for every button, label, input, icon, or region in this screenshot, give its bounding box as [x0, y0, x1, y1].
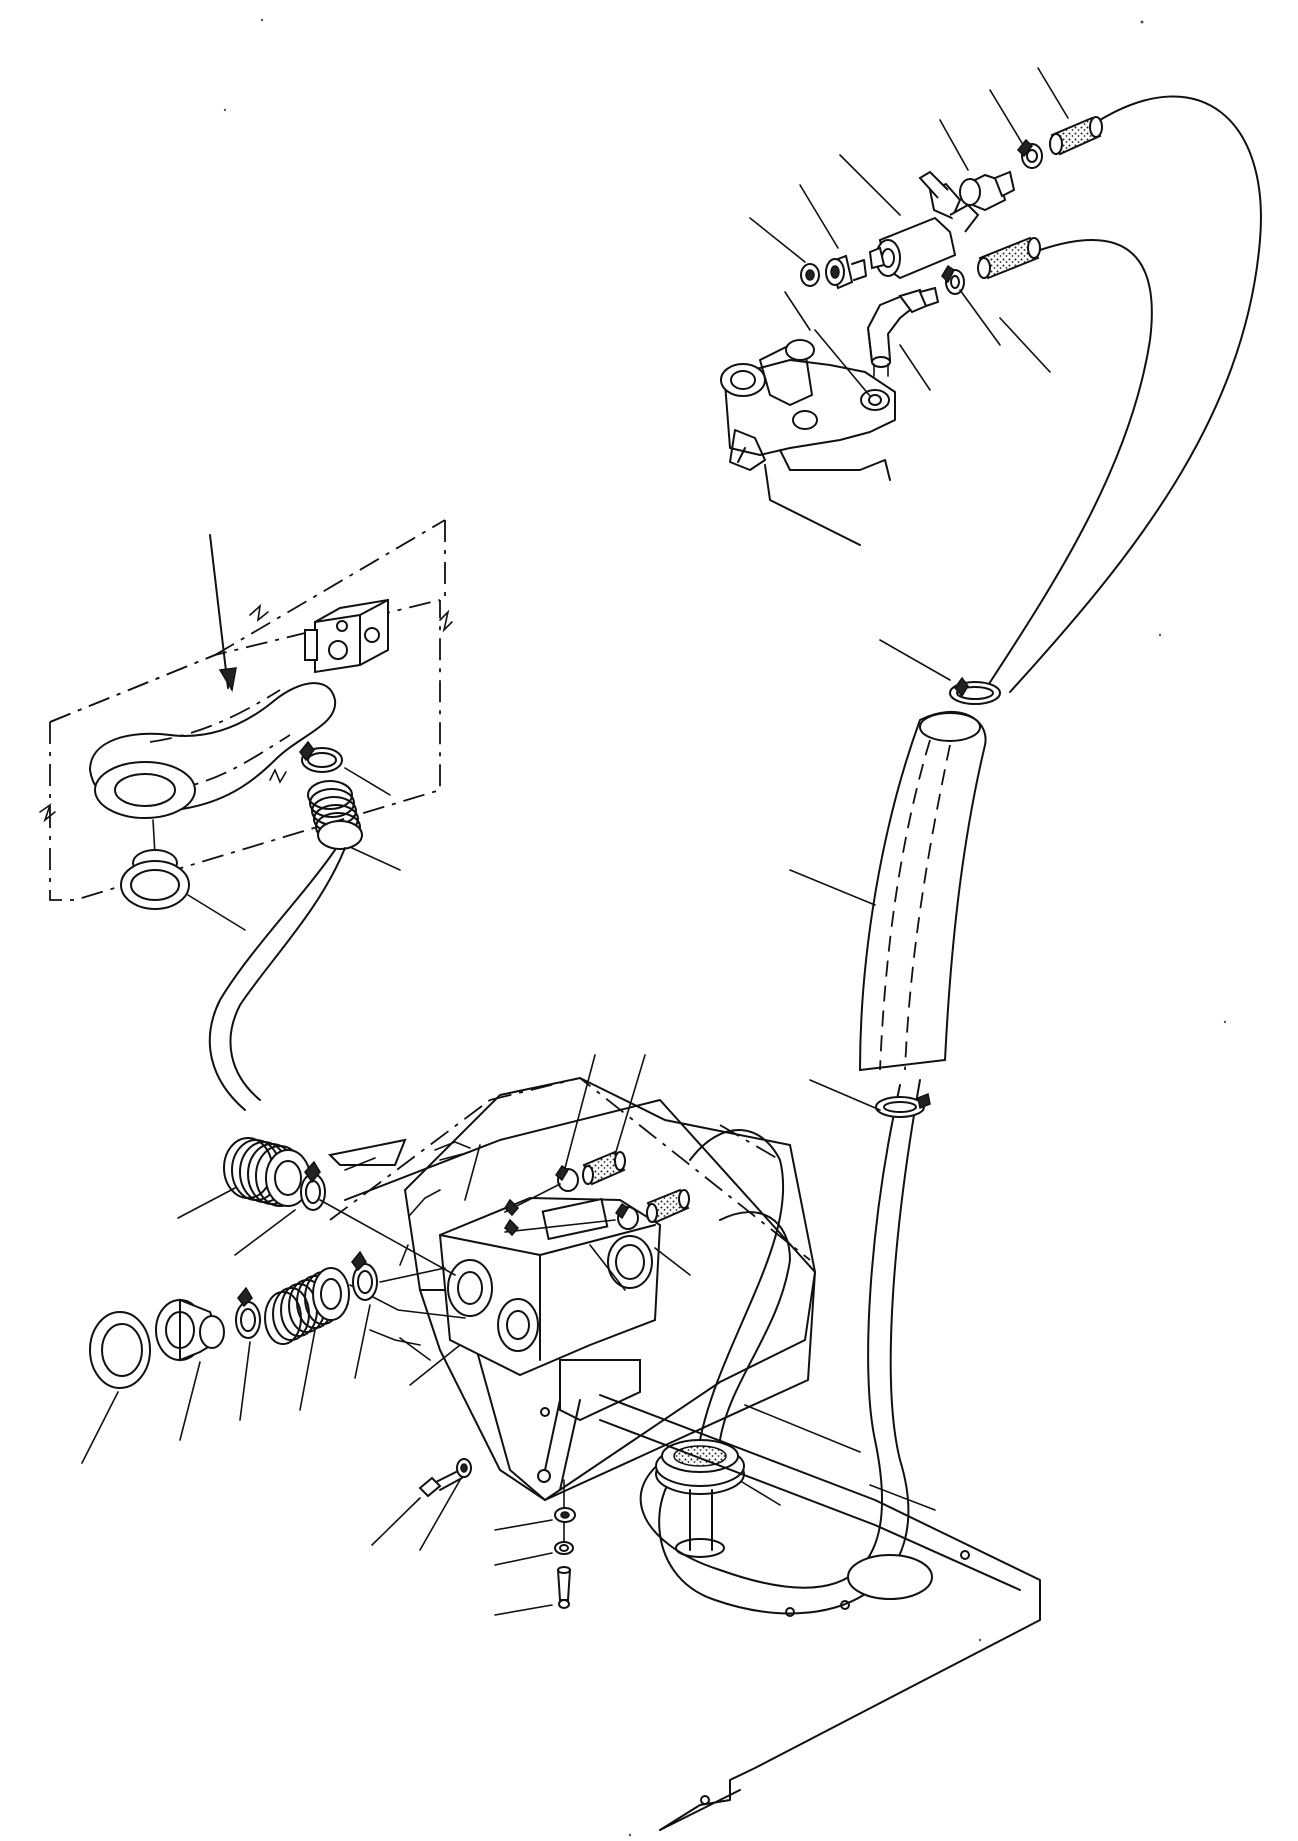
- louver-lower: [81, 1311, 151, 1464]
- leader-lines-upper: [749, 67, 1069, 391]
- protective-sleeve: [789, 710, 987, 1072]
- nozzle-duct: [88, 682, 337, 856]
- defroster-nozzle-assembly: [39, 519, 453, 1111]
- hose-union: [959, 170, 1016, 212]
- duct-parts-left: [81, 1137, 461, 1464]
- bellows-upper-left: [177, 1137, 311, 1219]
- floor-grommet: [655, 1439, 781, 1558]
- valve-body: [720, 339, 896, 546]
- clamp-lower-2: [351, 1250, 446, 1379]
- clamp-lower-1: [235, 1286, 261, 1421]
- hose-segment: [1049, 116, 1103, 156]
- floor-panel: [599, 1394, 1041, 1831]
- switch-box: [304, 598, 389, 674]
- washer-2: [494, 1541, 574, 1566]
- elbow-fitting: [866, 286, 940, 377]
- hose-clamp-lower: [941, 264, 965, 295]
- heater-inlet-fittings: [464, 1054, 791, 1441]
- outlet-louver: [120, 849, 246, 931]
- duct-clamp-top: [879, 639, 1001, 705]
- heater-unit: [327, 1076, 817, 1502]
- bellows-hose: [208, 780, 401, 1111]
- washer-1: [494, 1507, 576, 1531]
- adapter-fitting: [825, 254, 867, 290]
- screw: [494, 1566, 572, 1616]
- bellows-clamp: [299, 740, 391, 796]
- valve-assembly: [720, 67, 1103, 546]
- mounting-hardware: [371, 1458, 576, 1616]
- clamp-upper-left: [234, 1160, 456, 1276]
- drain-cock: [868, 170, 980, 280]
- scan-specks: [223, 18, 1227, 1837]
- washer: [800, 263, 820, 287]
- bolt: [371, 1469, 463, 1546]
- hose-clamp: [1016, 138, 1043, 169]
- washer-small: [419, 1458, 472, 1551]
- duct-clamp-bottom: [809, 1079, 931, 1118]
- bellows-lower: [264, 1267, 350, 1411]
- adapter-lower: [155, 1298, 225, 1441]
- hose-segment-lower: [977, 236, 1041, 280]
